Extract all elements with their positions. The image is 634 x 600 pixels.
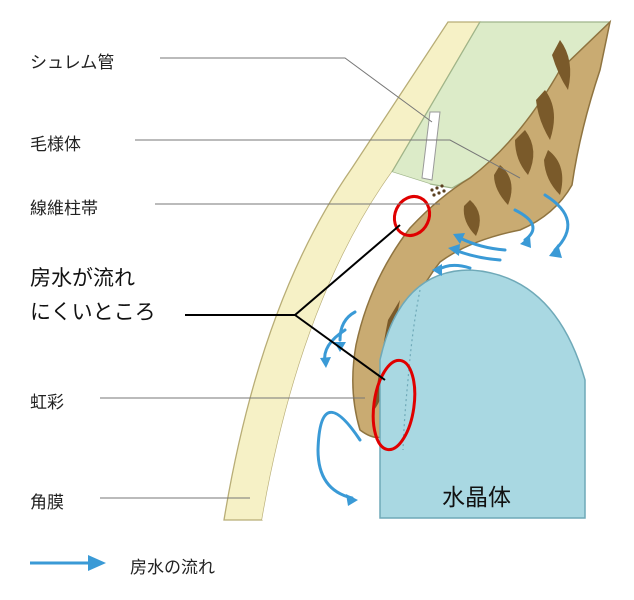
label-schlemm-canal: シュレム管 [30,53,115,73]
highlight-text-line2: にくいところ [30,300,156,324]
leader-lines [100,57,521,499]
label-lens: 水晶体 [442,485,511,511]
trabecular-highlight [392,195,432,237]
label-ciliary-body: 毛様体 [30,135,81,155]
label-iris: 虹彩 [30,393,64,413]
legend-arrow-icon [30,555,106,571]
highlight-pointer-lines [185,224,401,381]
highlight-text-line1: 房水が流れ [30,266,135,290]
iris-lens-highlight [371,358,417,452]
lens-shape [379,269,586,519]
trabecular-dots [430,184,446,197]
anterior-chamber [262,172,430,520]
schlemm-canal-shape [421,111,441,181]
legend-label: 房水の流れ [130,558,215,578]
zonule-dots [402,289,421,451]
label-cornea: 角膜 [30,493,64,513]
flow-arrowheads [320,233,562,506]
label-trabecular-meshwork: 線維柱帯 [30,199,98,219]
